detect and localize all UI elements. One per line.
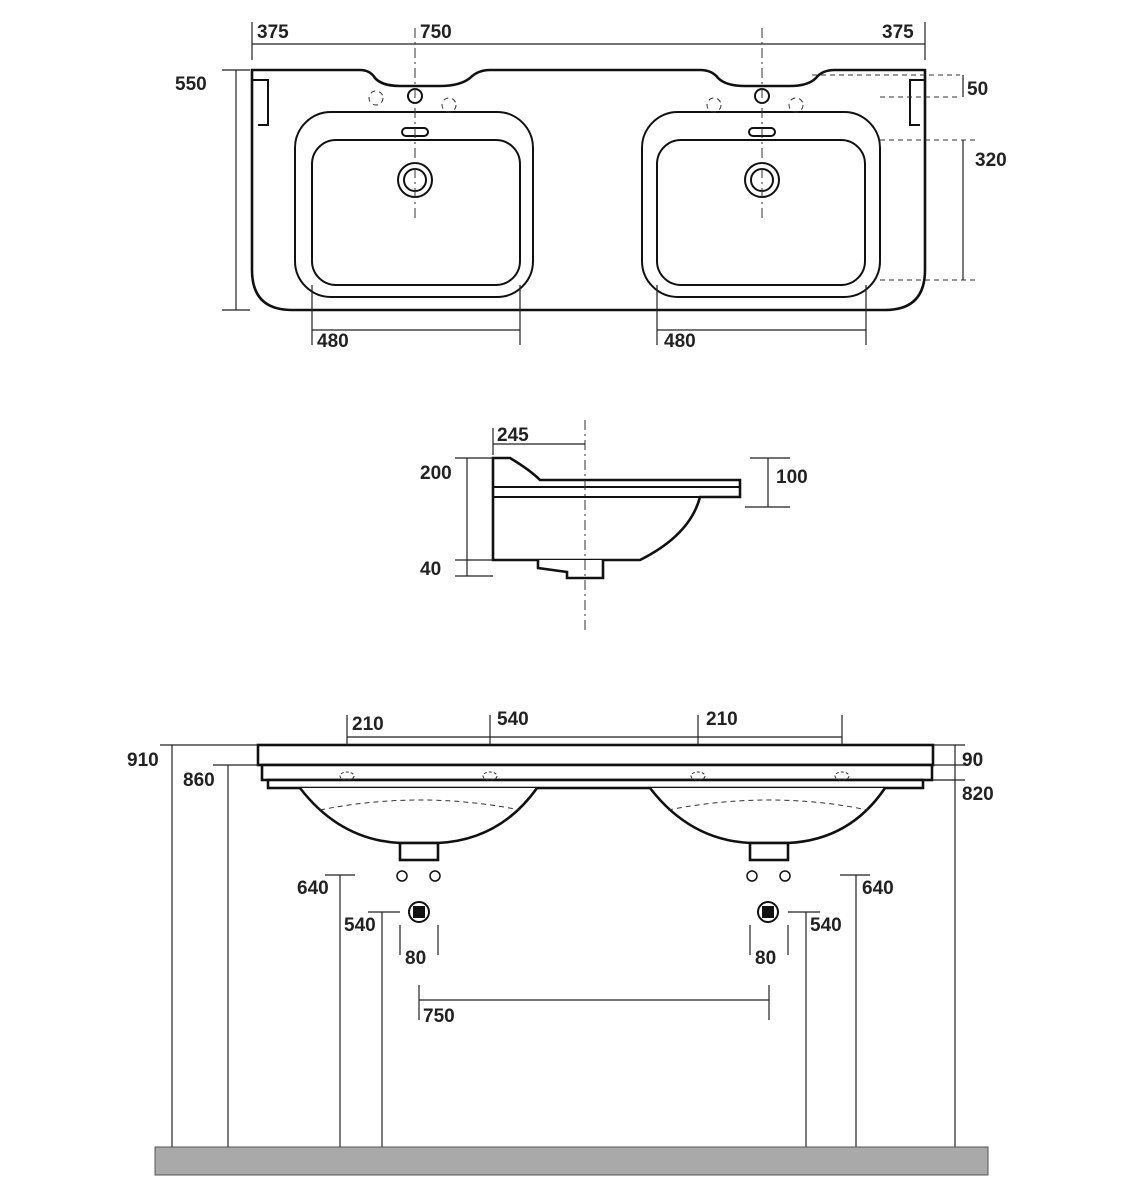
side-view: 245 200 100 40 xyxy=(420,420,808,630)
bowl-left-outer xyxy=(294,111,534,298)
waste-outlets xyxy=(408,901,779,923)
dim-label: 640 xyxy=(297,878,329,899)
tap-holes xyxy=(339,771,850,781)
dimension-line xyxy=(745,457,790,508)
optional-hole xyxy=(788,97,804,113)
dimension-line xyxy=(455,457,493,577)
dimension-line xyxy=(492,428,585,455)
dim-label: 480 xyxy=(664,331,696,352)
dimension-line xyxy=(251,22,926,60)
dim-label: 640 xyxy=(862,878,894,899)
dim-label: 210 xyxy=(706,709,738,730)
dim-label: 375 xyxy=(882,22,914,43)
dim-label: 750 xyxy=(420,22,452,43)
dimension-line xyxy=(311,285,867,345)
dim-label: 320 xyxy=(975,150,1007,171)
side-waste xyxy=(536,560,605,580)
dim-label: 375 xyxy=(257,22,289,43)
floor xyxy=(154,1146,989,1176)
bowl-right-inner xyxy=(656,139,866,286)
dimension-line xyxy=(399,925,789,955)
waste-right xyxy=(748,841,790,862)
dimension-line xyxy=(346,715,843,745)
dim-label: 820 xyxy=(962,784,994,805)
dimension-line xyxy=(325,874,400,1147)
dimension-line xyxy=(160,744,258,1147)
rim-line xyxy=(493,486,740,498)
dim-label: 860 xyxy=(183,770,215,791)
dim-label: 750 xyxy=(423,1006,455,1027)
dim-label: 80 xyxy=(755,948,776,969)
dim-label: 910 xyxy=(127,750,159,771)
dimension-line xyxy=(788,874,870,1147)
dim-label: 480 xyxy=(317,331,349,352)
dimension-line xyxy=(933,744,965,1147)
front-top xyxy=(256,743,935,767)
dim-label: 40 xyxy=(420,559,441,580)
dimension-line xyxy=(418,985,770,1020)
front-rim xyxy=(260,763,934,782)
front-bowl-right xyxy=(648,787,887,845)
dim-label: 540 xyxy=(497,709,529,730)
dim-label: 80 xyxy=(405,948,426,969)
top-view: 375 750 375 550 50 320 480 480 xyxy=(175,22,1007,352)
optional-hole xyxy=(706,97,722,113)
optional-hole xyxy=(441,97,457,113)
dim-label: 50 xyxy=(967,79,988,100)
dim-label: 540 xyxy=(344,915,376,936)
front-view: 910 860 210 540 210 90 820 640 640 540 5… xyxy=(127,709,994,1176)
center-line xyxy=(414,28,763,220)
optional-hole xyxy=(368,90,384,106)
side-profile xyxy=(491,456,742,562)
bowl-left-inner xyxy=(311,139,521,286)
waste-left xyxy=(398,841,440,862)
dim-label: 245 xyxy=(497,425,529,446)
dim-label: 100 xyxy=(776,467,808,488)
dim-label: 550 xyxy=(175,74,207,95)
bowl-right-outer xyxy=(641,111,881,298)
bowl-hidden-line xyxy=(319,799,869,811)
extension-line xyxy=(812,74,975,281)
dim-label: 210 xyxy=(352,714,384,735)
front-bowl-left xyxy=(298,787,539,845)
dim-label: 200 xyxy=(420,463,452,484)
front-underside xyxy=(266,778,925,790)
supply-valves xyxy=(396,870,791,882)
dimension-line xyxy=(222,69,250,311)
side-notch xyxy=(252,79,925,126)
dim-label: 540 xyxy=(810,915,842,936)
dim-label: 90 xyxy=(962,750,983,771)
basin-outline-top xyxy=(250,68,927,312)
